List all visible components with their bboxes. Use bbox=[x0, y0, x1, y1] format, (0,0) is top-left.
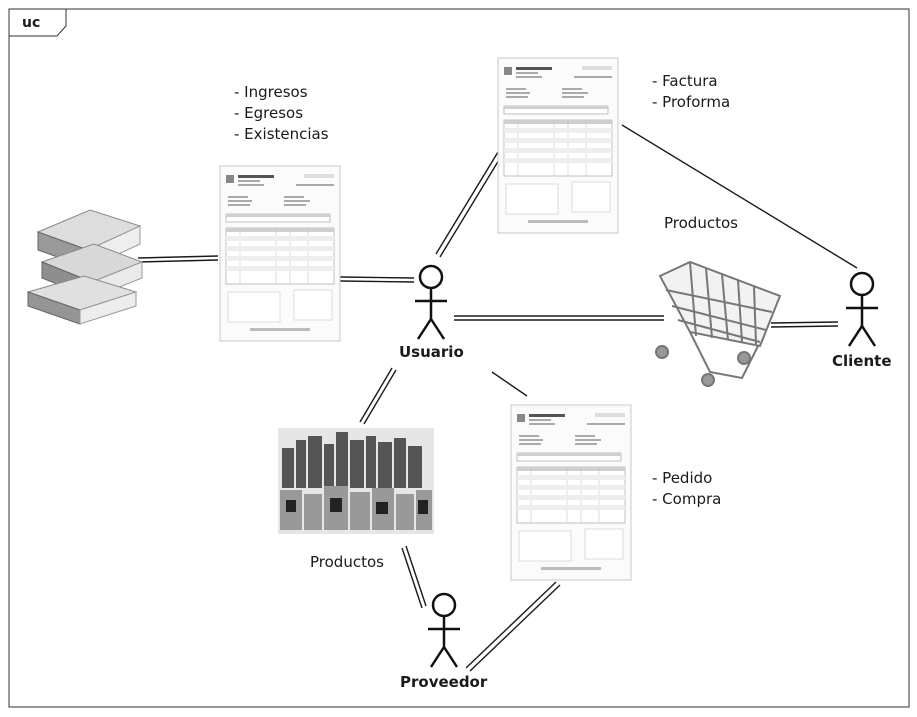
productos-cart-label: Productos bbox=[664, 214, 738, 232]
products-collage-image bbox=[278, 428, 434, 534]
note-item: - Proforma bbox=[652, 93, 731, 111]
actor-usuario-label: Usuario bbox=[399, 343, 464, 361]
note-item: - Egresos bbox=[234, 104, 304, 122]
productos-goods-label: Productos bbox=[310, 553, 384, 571]
compras-note: - Pedido - Compra bbox=[652, 468, 721, 510]
frame-label-box bbox=[8, 8, 67, 37]
note-item: - Ingresos bbox=[234, 83, 308, 101]
books-icon bbox=[26, 209, 144, 325]
note-item: - Factura bbox=[652, 72, 718, 90]
note-item: - Existencias bbox=[234, 125, 329, 143]
ventas-note: - Factura - Proforma bbox=[652, 71, 730, 113]
association-lines bbox=[137, 124, 858, 672]
actor-usuario-icon bbox=[413, 264, 449, 341]
system-frame bbox=[8, 8, 910, 708]
invoice-document-icon bbox=[497, 57, 619, 234]
note-item: - Pedido bbox=[652, 469, 713, 487]
actor-proveedor-label: Proveedor bbox=[400, 673, 488, 691]
note-item: - Compra bbox=[652, 490, 722, 508]
frame-label: uc bbox=[22, 15, 41, 31]
invoice-document-icon bbox=[219, 165, 341, 342]
actor-cliente-icon bbox=[844, 271, 880, 348]
invoice-document-icon bbox=[510, 404, 632, 581]
actor-cliente-label: Cliente bbox=[832, 352, 892, 370]
actor-proveedor-icon bbox=[426, 592, 462, 669]
shopping-cart-icon bbox=[655, 260, 782, 387]
inventario-note: - Ingresos - Egresos - Existencias bbox=[234, 82, 329, 145]
